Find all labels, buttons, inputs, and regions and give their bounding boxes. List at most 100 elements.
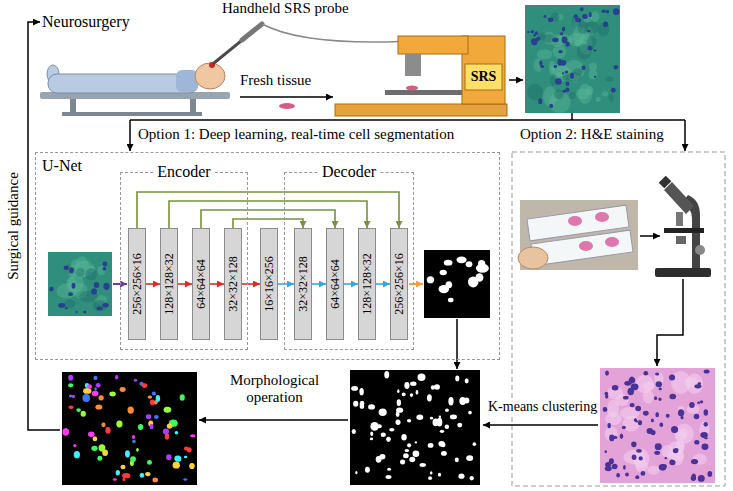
mask-blob	[450, 415, 457, 420]
cell-nucleus	[697, 401, 700, 404]
labelled-cell	[76, 408, 81, 412]
binary-mask	[350, 370, 480, 485]
labelled-cell	[83, 388, 91, 394]
layer-arrow	[210, 283, 224, 285]
microscope-base	[655, 268, 711, 277]
skip-connection	[137, 192, 399, 228]
labelled-cell	[88, 432, 95, 438]
tissue-texture	[675, 432, 687, 440]
condenser	[676, 236, 686, 244]
mask-blob	[427, 276, 434, 283]
labelled-cell	[101, 422, 105, 427]
layer-size: 16×16×256	[262, 256, 276, 312]
layer-bar: 16×16×256	[260, 228, 278, 340]
cell-nucleus	[65, 307, 68, 309]
binary-mask	[424, 250, 490, 318]
cell-nucleus	[540, 65, 544, 68]
mask-blob	[400, 460, 405, 465]
labelled-cell	[120, 465, 125, 470]
labelled-cell	[150, 424, 154, 429]
cell-nucleus	[69, 268, 74, 274]
flow-arrow	[129, 120, 131, 151]
labelled-cell	[109, 392, 115, 397]
cell-nucleus	[539, 60, 542, 64]
labelled-cell	[95, 404, 102, 409]
cell-nucleus	[669, 460, 675, 466]
cell-nucleus	[565, 71, 568, 74]
layer-arrow	[376, 283, 390, 285]
mask-blob	[379, 408, 387, 416]
cell-nucleus	[635, 406, 641, 411]
labelled-cell	[65, 428, 68, 432]
cell-nucleus	[708, 471, 713, 477]
mask-blob	[459, 397, 466, 405]
tissue-texture	[537, 49, 553, 59]
flow-arrow	[240, 96, 333, 98]
srs-image	[48, 252, 112, 316]
tissue-texture	[623, 416, 640, 432]
tissue-texture	[661, 445, 673, 458]
cell-nucleus	[669, 394, 676, 400]
mask-blob	[396, 419, 401, 424]
layer-arrow	[344, 283, 358, 285]
mask-blob	[389, 428, 394, 431]
stained-section	[605, 237, 619, 247]
mask-blob	[385, 475, 391, 479]
mask-blob	[405, 449, 409, 452]
labelled-cell	[145, 472, 150, 476]
layer-size: 256×256×16	[392, 253, 406, 315]
labelled-cell	[68, 405, 73, 409]
cell-nucleus	[580, 7, 584, 11]
cell-nucleus	[643, 411, 649, 416]
tissue-texture	[553, 45, 566, 59]
mask-blob	[404, 382, 409, 389]
cell-nucleus	[549, 104, 553, 108]
tissue-texture	[97, 266, 105, 275]
part-label: Fresh tissue	[240, 72, 311, 89]
tissue-texture	[585, 86, 593, 95]
cell-nucleus	[623, 465, 626, 470]
layer-size: 128×128×32	[162, 253, 176, 315]
labelled-cell	[136, 448, 139, 452]
labelled-cell	[152, 477, 158, 482]
cell-nucleus	[64, 265, 69, 269]
labelled-cell	[62, 428, 69, 435]
cell-nucleus	[582, 65, 586, 70]
tissue-texture	[584, 21, 598, 34]
mask-blob	[365, 467, 370, 473]
mask-blob	[416, 415, 423, 420]
step-label: K-means clustering	[486, 399, 599, 415]
mask-blob	[407, 419, 411, 423]
segmentation-image	[62, 372, 197, 485]
mask-blob	[476, 264, 489, 273]
cell-nucleus	[691, 473, 696, 480]
mask-blob	[355, 471, 357, 474]
skip-connection	[169, 201, 367, 228]
cell-nucleus	[68, 292, 73, 296]
mask-blob	[410, 393, 413, 397]
mask-blob	[444, 260, 453, 266]
cell-nucleus	[670, 459, 673, 462]
cell-nucleus	[631, 383, 639, 390]
labelled-cell	[87, 384, 92, 389]
layer-size: 128×128×32	[360, 253, 374, 315]
cell-nucleus	[681, 416, 684, 420]
labelled-cell	[148, 395, 153, 398]
mask-blob	[448, 298, 454, 303]
cell-nucleus	[565, 87, 569, 92]
mask-blob	[370, 432, 373, 436]
flow-arrow	[684, 120, 686, 151]
cell-nucleus	[704, 409, 709, 416]
labelled-cell	[146, 414, 151, 419]
cell-nucleus	[97, 307, 103, 311]
cell-nucleus	[698, 382, 702, 385]
mask-blob	[441, 451, 447, 456]
cell-nucleus	[678, 409, 684, 416]
objective	[405, 54, 421, 76]
cell-nucleus	[655, 372, 659, 375]
tissue-texture	[563, 71, 569, 80]
labelled-cell	[138, 424, 143, 430]
step-title: Neurosurgery	[42, 13, 130, 31]
mask-blob	[441, 442, 446, 447]
cell-nucleus	[664, 457, 667, 459]
